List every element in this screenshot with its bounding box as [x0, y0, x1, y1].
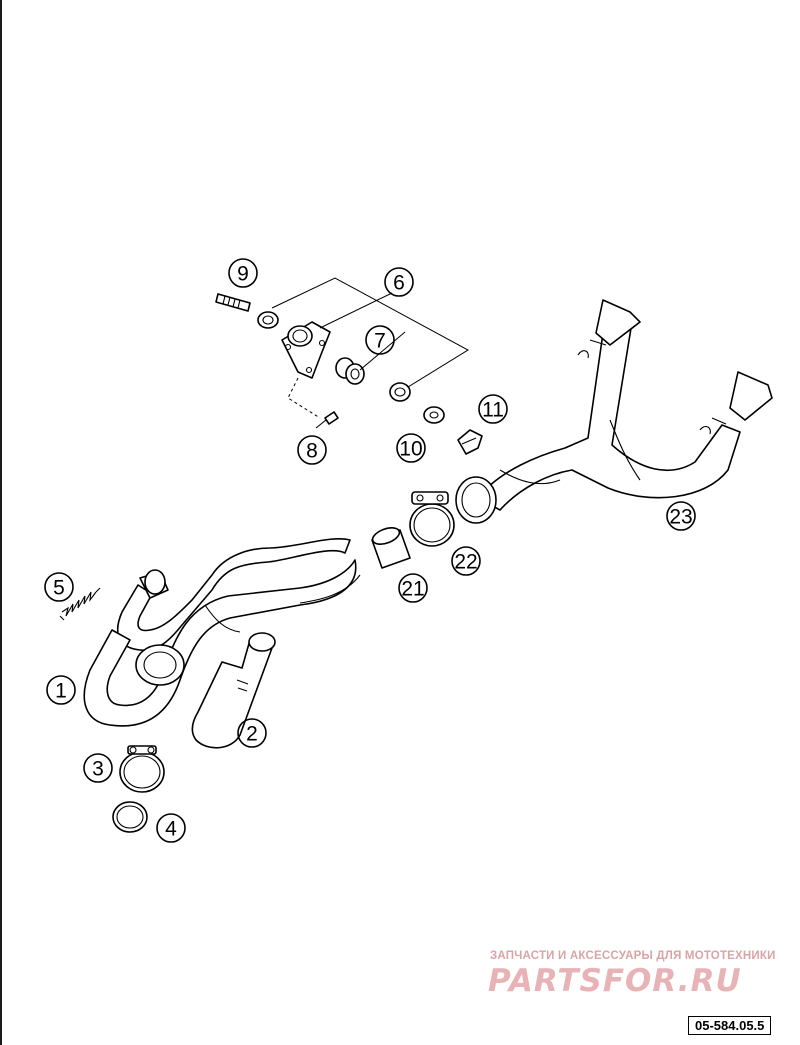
- part-3-clamp: [119, 745, 165, 793]
- part-22-exhaust-clamp: [409, 491, 455, 547]
- part-8-small-screw: [315, 411, 339, 429]
- part-9-screw: [215, 293, 251, 312]
- callout-5-label: 5: [53, 577, 65, 600]
- callout-4: 4: [156, 813, 186, 843]
- callout-7-label: 7: [374, 330, 386, 353]
- callout-23: 23: [666, 501, 696, 531]
- callout-5: 5: [44, 572, 74, 602]
- callout-21: 21: [398, 573, 428, 603]
- callout-6-label: 6: [393, 272, 405, 295]
- watermark-tagline: ЗАПЧАСТИ И АКСЕССУАРЫ ДЛЯ МОТОТЕХНИКИ: [490, 950, 776, 962]
- callout-21-label: 21: [401, 578, 424, 601]
- part-6-bracket-plate: [281, 321, 331, 379]
- part-2-connecting-pipe: [191, 632, 276, 749]
- leader-lines: [271, 277, 469, 419]
- callout-3: 3: [83, 753, 113, 783]
- callout-1: 1: [46, 675, 76, 705]
- callout-4-label: 4: [165, 818, 177, 841]
- part-5-spring: [59, 587, 101, 621]
- diagram-code: 05-584.05.5: [688, 1016, 772, 1035]
- callout-22-label: 22: [454, 551, 477, 574]
- part-4-gasket-ring: [112, 801, 148, 833]
- callout-3-label: 3: [92, 758, 104, 781]
- callout-1-label: 1: [55, 680, 67, 703]
- part-21-sleeve: [371, 527, 411, 569]
- callout-10-label: 10: [399, 438, 422, 461]
- callout-9: 9: [228, 258, 258, 288]
- callout-11-label: 11: [482, 399, 504, 422]
- watermark-logo: PARTSFOR.RU: [488, 963, 742, 999]
- part-7-rubber-grommets: [257, 311, 411, 402]
- callout-23-label: 23: [669, 506, 692, 529]
- part-23-rear-y-pipe: [455, 299, 773, 524]
- left-border-rule: [0, 0, 2, 1045]
- part-10-washer: [423, 406, 445, 424]
- callout-6: 6: [384, 267, 414, 297]
- callout-8-label: 8: [306, 440, 318, 463]
- callout-2: 2: [237, 718, 267, 748]
- part-11-bracket-clip: [457, 429, 483, 455]
- callout-8: 8: [297, 435, 327, 465]
- callout-9-label: 9: [237, 263, 249, 286]
- callout-22: 22: [451, 546, 481, 576]
- callout-7: 7: [365, 325, 395, 355]
- callout-2-label: 2: [246, 723, 258, 746]
- callout-10: 10: [396, 433, 426, 463]
- callout-11: 11: [478, 394, 508, 424]
- part-1-header-pipe: [83, 538, 361, 727]
